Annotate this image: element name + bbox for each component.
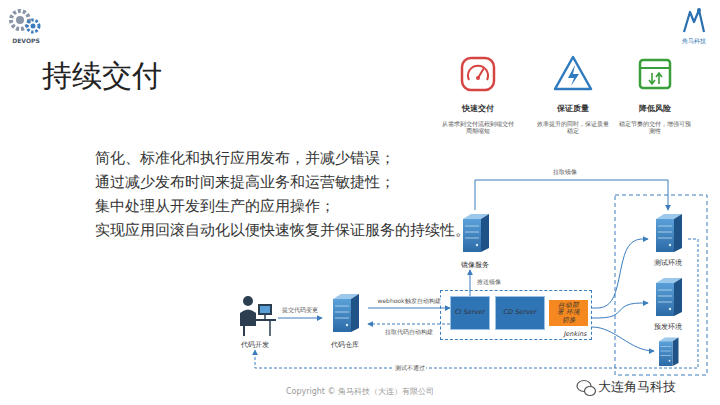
process-box: 自动部署 环境切换 [549,300,588,326]
deploy-arrow [592,327,654,351]
connector-arrow [368,308,450,309]
edge-label: 拉取代码自动构建 [384,328,434,335]
connector-arrow [368,324,450,325]
staging-env-server-icon [656,278,682,316]
connector-arrow [278,318,322,319]
edge-label: 测试不通过 [394,364,426,371]
node-label: 镜像服务 [461,262,489,270]
connector-arrow [592,303,648,318]
process-box: CI Server [450,296,490,330]
slide-title: 持续交付 [42,56,162,97]
feature-text: 从需求到交付流程到端交付周期缩短 [441,120,515,134]
image-service-node: 镜像服务 [452,210,498,270]
bullet-text: 实现应用回滚自动化以便快速恢复并保证服务的持续性。 [95,222,470,239]
edge-label: 拉取镜像 [552,168,578,175]
connector-arrow [475,180,668,210]
jenkins-group: Jenkins CI Server CD Server 自动部署 环境切换 [440,290,592,340]
node-label: CI Server [455,309,485,316]
wechat-icon [577,381,596,396]
node-label: 自动部署 环境切换 [556,302,582,324]
developer-node: 代码开发 [232,290,278,350]
company-logo [684,8,704,32]
node-label: Jenkins [564,331,587,338]
process-box: CD Server [495,296,545,330]
node-label: 测试环境 [654,260,682,268]
edge-label: 提交代码变更 [281,306,319,313]
logo-text: 角马科技 [682,38,706,45]
quality-warning-icon [555,57,591,89]
node-label: 预发环境 [654,324,682,332]
bullet-text: 简化、标准化和执行应用发布，并减少错误； [95,150,395,167]
test-env-server-icon [656,214,682,252]
node-label: CD Server [504,309,537,316]
edge-label: 推送镜像 [476,278,502,285]
devops-logo [11,11,39,32]
environment-node: 测试环境 [648,210,688,268]
bullet-text: 集中处理从开发到生产的应用操作； [95,198,335,215]
repo-server-icon [333,294,359,332]
repository-node: 代码仓库 [322,290,368,350]
connector-arrow [592,239,648,308]
risk-box-icon [640,60,670,88]
environment-node: 预发环境 [648,274,688,332]
feature-title: 保证质量 [557,104,589,113]
watermark: 大连角马科技 [598,379,676,395]
connector-arrow [255,239,698,368]
node-label: 代码仓库 [331,342,359,350]
node-label: 代码开发 [241,342,269,350]
environment-group [615,195,707,375]
feature-text: 稳定节奏的交付，增强可预测性 [618,120,692,134]
feature-title: 快速交付 [462,104,494,113]
copyright: Copyright © 角马科技（大连）有限公司 [286,387,434,397]
feature-text: 效率提升的同时，保证质量稳定 [536,120,610,134]
connector-arrow [470,270,471,296]
developer-figure [240,296,276,336]
logo-text: DEVOPS [12,37,39,44]
edge-label: webhook触发自动构建 [376,297,441,304]
feature-title: 降低风险 [639,104,671,113]
production-env-server-icon [659,338,679,367]
bullet-text: 通过减少发布时间来提高业务和运营敏捷性； [95,174,395,191]
speed-gauge-icon [462,58,494,90]
